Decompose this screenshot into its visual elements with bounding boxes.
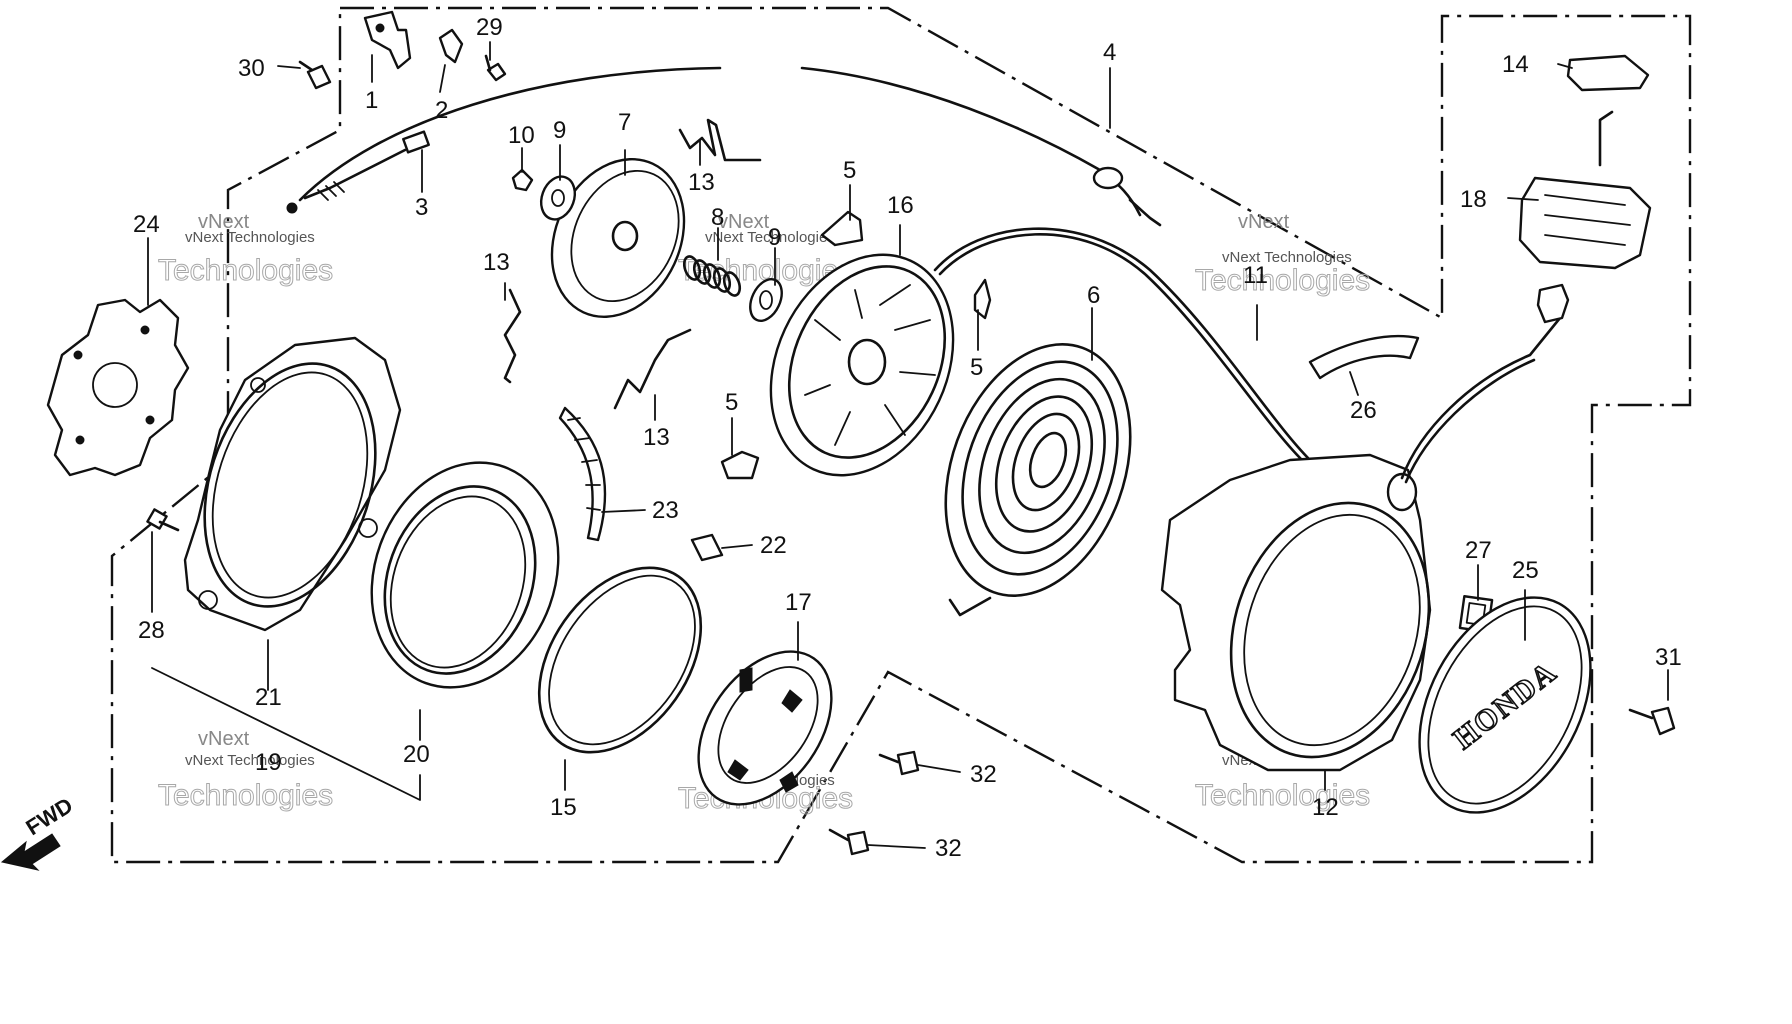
- clamp-part-2: [438, 28, 464, 64]
- wire-spring-part-13-middle: [613, 328, 692, 410]
- watermark-group-1: vNext vNext Technologies Technologies: [158, 211, 334, 288]
- label-20: 20: [403, 741, 430, 768]
- emblem-part-25: HONDA: [1418, 596, 1592, 814]
- pawl-part-5-upper: [820, 210, 864, 247]
- svg-text:Technologies: Technologies: [1195, 779, 1370, 812]
- label-29: 29: [476, 14, 503, 41]
- bolt-part-32-upper: [878, 750, 920, 776]
- svg-text:vNext Technologies: vNext Technologies: [185, 752, 315, 769]
- label-3: 3: [415, 194, 428, 221]
- strip-part-26: [1308, 334, 1420, 380]
- label-12: 12: [1312, 794, 1339, 821]
- label-17: 17: [785, 589, 812, 616]
- bolt-part-30: [298, 60, 332, 90]
- label-9-upper: 9: [553, 117, 566, 144]
- housing-part-12: [1160, 453, 1432, 772]
- flange-plate-part-21: [183, 336, 402, 632]
- svg-text:vNext: vNext: [198, 728, 250, 750]
- svg-text:vNext Technologies: vNext Technologies: [705, 229, 835, 246]
- label-1: 1: [365, 87, 378, 114]
- label-15: 15: [550, 794, 577, 821]
- label-13-middle: 13: [643, 424, 670, 451]
- label-24: 24: [133, 211, 160, 238]
- label-31: 31: [1655, 644, 1682, 671]
- label-28: 28: [138, 617, 165, 644]
- friction-plate-part-7: [550, 157, 686, 319]
- svg-text:vNext: vNext: [1238, 211, 1290, 233]
- bolt-part-29: [484, 54, 507, 82]
- svg-text:Technologies: Technologies: [1195, 264, 1370, 297]
- label-27: 27: [1465, 537, 1492, 564]
- pawl-part-5-right: [973, 278, 992, 320]
- svg-text:vNext: vNext: [198, 211, 250, 233]
- watermark-group-4: vNext vNext Technologies Technologies: [158, 728, 334, 813]
- label-26: 26: [1350, 397, 1377, 424]
- svg-text:vNext: vNext: [718, 211, 770, 233]
- fan-plate-part-24: [46, 298, 190, 477]
- label-7: 7: [618, 109, 631, 136]
- label-9-lower: 9: [768, 224, 781, 251]
- recoil-spring-part-6: [944, 343, 1132, 617]
- label-16: 16: [887, 192, 914, 219]
- bolt-part-28: [146, 508, 180, 532]
- pawl-part-5-lower: [720, 450, 760, 480]
- svg-text:Technologies: Technologies: [158, 779, 333, 812]
- label-21: 21: [255, 684, 282, 711]
- wire-spring-part-13-top: [678, 118, 762, 162]
- label-32-upper: 32: [970, 761, 997, 788]
- label-11: 11: [1243, 262, 1268, 289]
- label-5-right: 5: [970, 354, 983, 381]
- label-5-upper: 5: [843, 157, 856, 184]
- label-8: 8: [711, 204, 724, 231]
- bolt-part-31: [1628, 706, 1676, 736]
- wire-spring-part-13-left: [503, 288, 522, 384]
- spring-strip-part-23: [558, 406, 607, 542]
- label-18: 18: [1460, 186, 1487, 213]
- ratchet-cup-part-17: [697, 650, 833, 806]
- cable-part-4: [298, 66, 1162, 227]
- ring-part-20: [370, 461, 560, 689]
- label-13-left: 13: [483, 249, 510, 276]
- handle-part-18: [1400, 110, 1652, 484]
- label-22: 22: [760, 532, 787, 559]
- label-13-top: 13: [688, 169, 715, 196]
- bracket-part-1: [363, 10, 412, 70]
- label-30: 30: [238, 55, 265, 82]
- handle-cap-part-14: [1566, 54, 1650, 92]
- label-14: 14: [1502, 51, 1529, 78]
- label-25: 25: [1512, 557, 1539, 584]
- cable-end-part-3: [286, 130, 430, 214]
- label-6: 6: [1087, 282, 1100, 309]
- coil-spring-part-8: [682, 255, 742, 297]
- part-labels: 1 2 3 4 5 5 5 6 7 8 9 9 10 11 12 13 13 1…: [133, 14, 1682, 862]
- label-5-lower: 5: [725, 389, 738, 416]
- bolt-part-32-lower: [828, 828, 870, 856]
- washer-part-9-upper: [539, 175, 577, 221]
- label-19: 19: [255, 749, 282, 776]
- reel-part-16: [769, 253, 955, 477]
- clip-part-10: [511, 168, 534, 192]
- svg-text:vNext Technologies: vNext Technologies: [185, 229, 315, 246]
- watermark-group-3: vNext vNext Technologies Technologies: [1195, 211, 1371, 298]
- svg-text:vNext Technologies: vNext Technologies: [1222, 249, 1352, 266]
- section-frame: [110, 6, 1692, 864]
- label-4: 4: [1103, 39, 1116, 66]
- label-2: 2: [435, 97, 448, 124]
- clip-part-22: [690, 533, 724, 562]
- thin-ring-part-15: [537, 566, 703, 754]
- leader-lines: [147, 41, 1669, 849]
- rope-part-11: [933, 227, 1312, 466]
- label-23: 23: [652, 497, 679, 524]
- svg-text:Technologies: Technologies: [158, 254, 333, 287]
- label-32-lower: 32: [935, 835, 962, 862]
- fwd-label: FWD: [21, 792, 77, 840]
- label-10: 10: [508, 122, 535, 149]
- fwd-arrow: FWD: [0, 792, 77, 871]
